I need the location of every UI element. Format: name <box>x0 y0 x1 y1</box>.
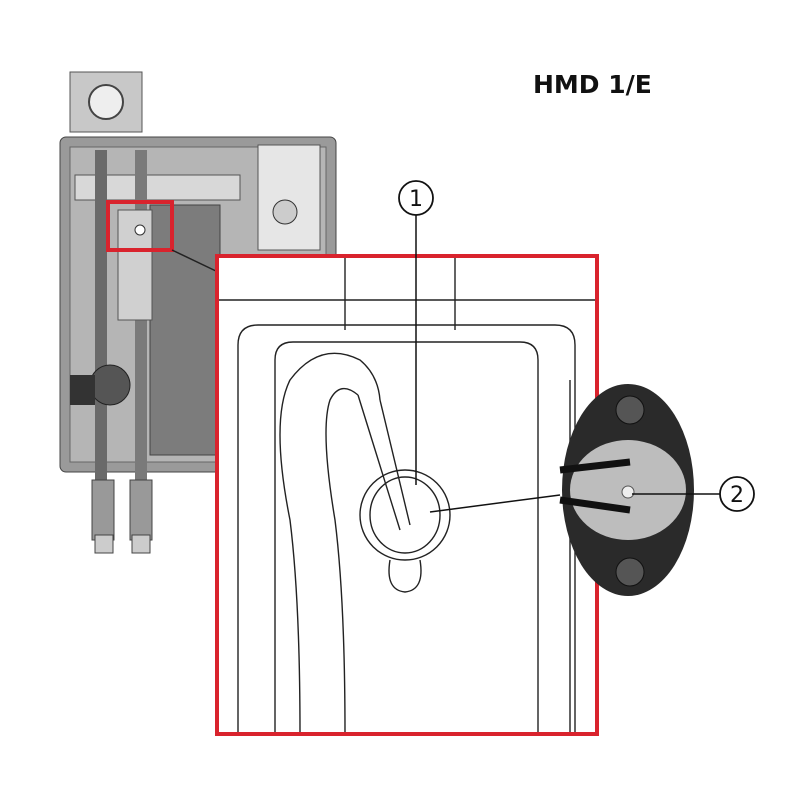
detail-marker-box <box>106 200 174 252</box>
callout-1: 1 <box>398 180 434 485</box>
callout-2: 2 <box>632 476 755 512</box>
model-title: HMD 1/E <box>533 70 652 99</box>
connector-line <box>429 494 561 513</box>
callout-number-2: 2 <box>730 483 744 508</box>
callout-number-1: 1 <box>409 187 423 212</box>
detail-view <box>215 254 599 736</box>
heating-element-photo <box>559 384 694 596</box>
leader-line <box>171 249 219 273</box>
